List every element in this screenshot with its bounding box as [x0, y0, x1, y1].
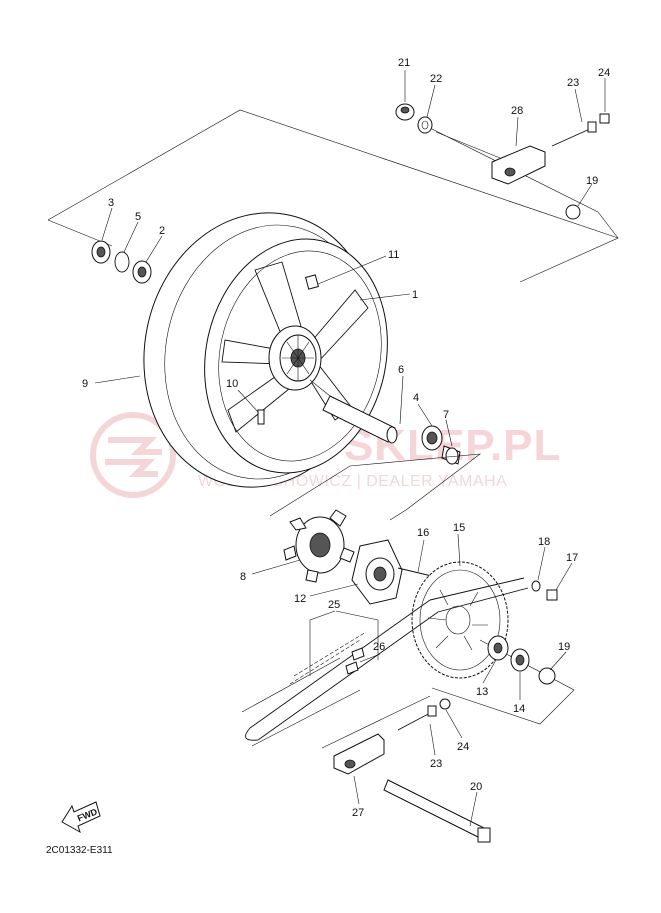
callout-24: 24	[598, 67, 610, 79]
callout-13: 13	[476, 686, 488, 698]
part-23-bolt	[551, 121, 597, 147]
callout-23-lower: 23	[430, 758, 442, 770]
callout-22: 22	[430, 73, 442, 85]
forward-arrow-icon: FWD	[61, 801, 101, 834]
part-24-nut-lower	[439, 698, 451, 710]
part-20-axle	[383, 779, 491, 843]
callout-12: 12	[294, 593, 306, 605]
hub-assembly-outline	[269, 453, 482, 521]
callout-18: 18	[538, 536, 550, 548]
callout-labels: 21 22 23 24 28 19 3 5 2 11 1 9 6 4 7 10 …	[82, 57, 610, 819]
part-17-nut	[546, 589, 558, 601]
callout-5: 5	[135, 211, 141, 223]
leader-lines	[94, 70, 606, 827]
part-28-chain-puller	[491, 145, 546, 185]
diagram-code: 2C01332-E311	[46, 845, 113, 856]
part-27-chain-puller	[333, 733, 385, 775]
part-12-clutch-hub	[351, 539, 403, 605]
part-18-washer	[531, 580, 541, 592]
callout-24-lower: 24	[457, 741, 469, 753]
callout-26: 26	[373, 641, 385, 653]
part-21-nut	[395, 103, 415, 121]
callout-23: 23	[567, 77, 579, 89]
callout-21: 21	[398, 57, 410, 69]
watermark-logo-icon	[90, 412, 176, 498]
callout-6: 6	[398, 364, 404, 376]
wheel-assembly-outline	[47, 109, 619, 283]
part-19-collar	[565, 204, 581, 220]
callout-7: 7	[443, 409, 449, 421]
callout-8: 8	[240, 571, 246, 583]
part-24-nut	[599, 113, 610, 124]
part-3-oil-seal	[91, 240, 111, 264]
part-2-bearing	[132, 260, 152, 284]
part-23-bolt-lower	[397, 705, 437, 731]
part-4-bearing	[421, 425, 443, 451]
callout-11: 11	[388, 249, 399, 261]
callout-19: 19	[586, 175, 598, 187]
part-25-chain	[245, 577, 529, 741]
part-22-washer	[417, 116, 433, 134]
callout-15: 15	[453, 522, 465, 534]
part-26-chain-joint	[345, 647, 365, 675]
callout-14: 14	[513, 703, 525, 715]
part-6-spacer	[322, 395, 398, 444]
part-19-collar-lower	[538, 667, 556, 685]
callout-1: 1	[412, 289, 418, 301]
callout-17: 17	[566, 552, 578, 564]
callout-20: 20	[470, 781, 482, 793]
part-8-hub-damper	[283, 509, 355, 583]
part-14-bearing	[510, 648, 530, 672]
part-5-circlip	[114, 251, 130, 273]
part-13-oil-seal	[487, 635, 509, 661]
callout-9: 9	[82, 378, 88, 390]
callout-10: 10	[226, 378, 238, 390]
callout-16: 16	[417, 527, 429, 539]
callout-3: 3	[108, 197, 114, 209]
callout-27: 27	[352, 807, 364, 819]
callout-28: 28	[511, 105, 523, 117]
callout-4: 4	[413, 392, 419, 404]
callout-2: 2	[159, 225, 165, 237]
callout-25: 25	[328, 599, 340, 611]
callout-19-lower: 19	[558, 641, 570, 653]
